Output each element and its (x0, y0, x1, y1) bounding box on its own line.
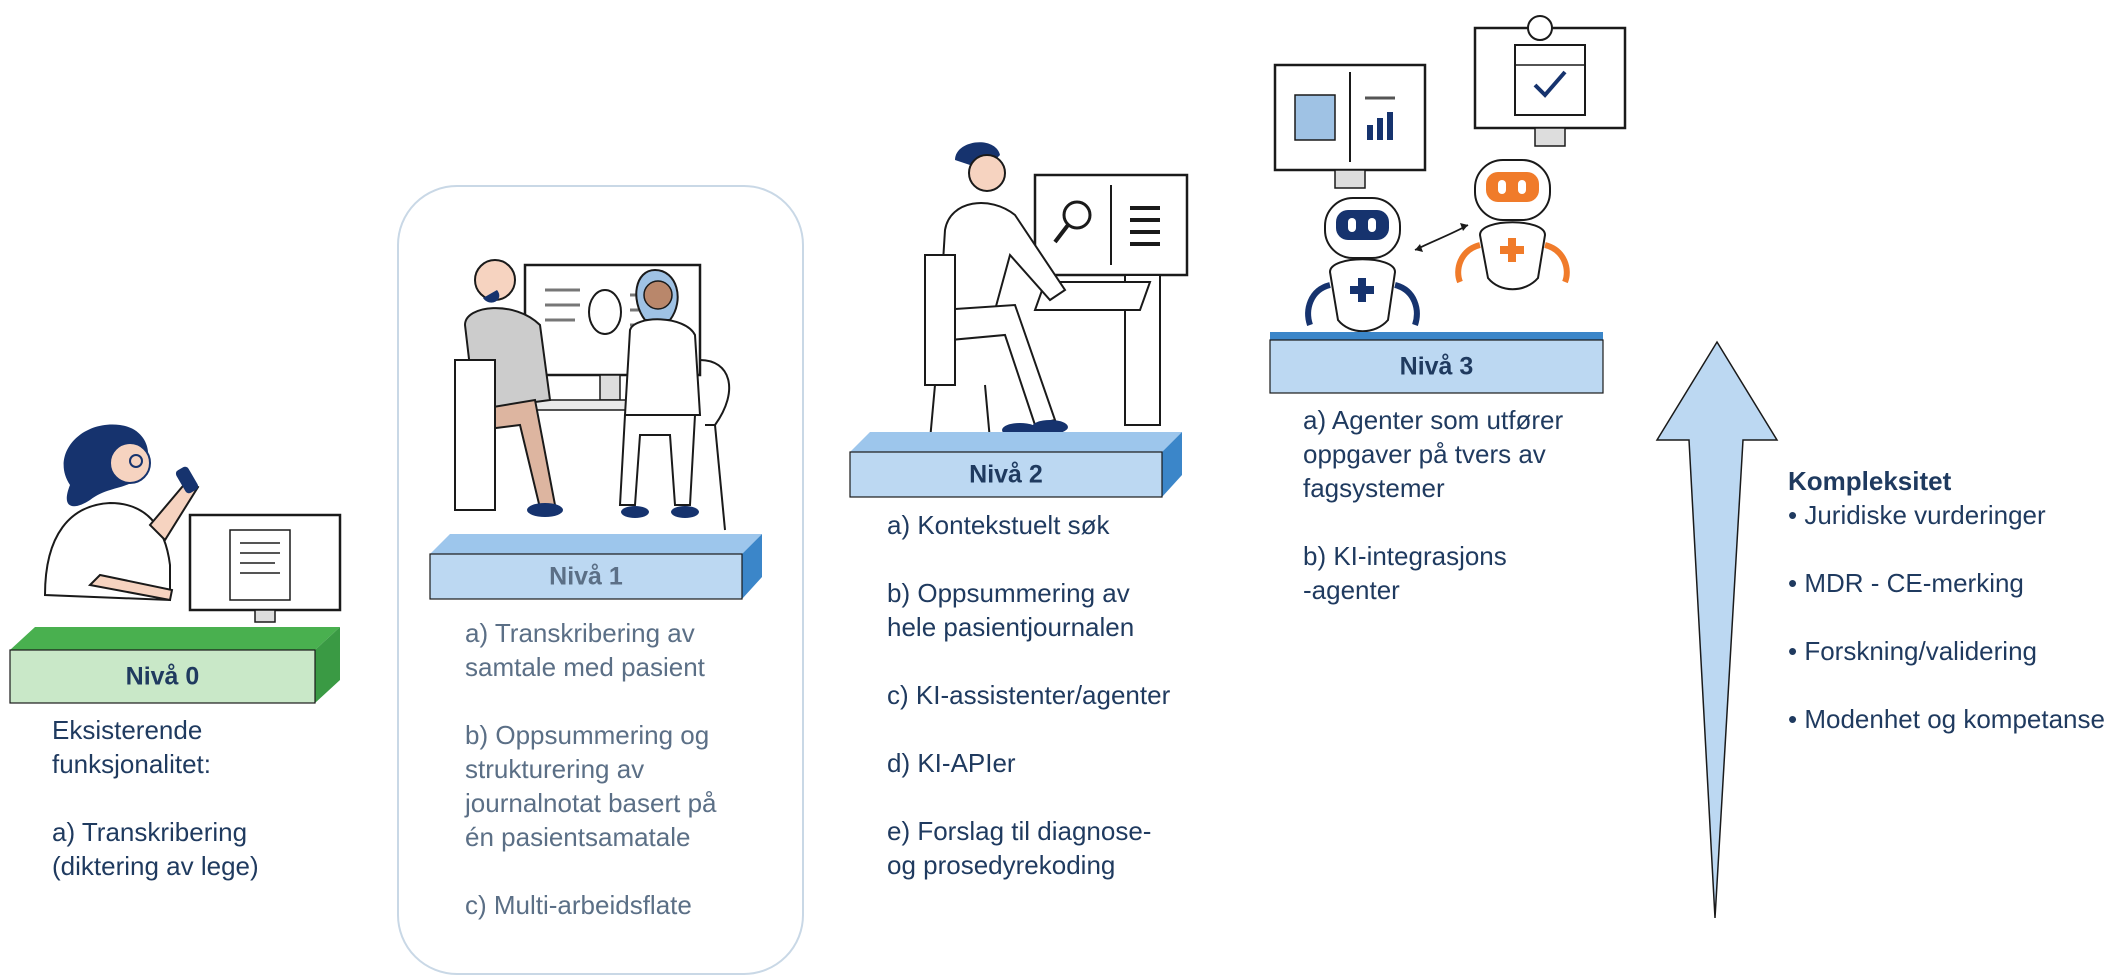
level3-description: a) Agenter som utfører oppgaver på tvers… (1303, 403, 1563, 607)
level2-line: d) KI-APIer (887, 748, 1016, 778)
level1-line: journalnotat basert på (465, 788, 717, 818)
level3-label: Nivå 3 (1399, 352, 1474, 380)
level0-label: Nivå 0 (125, 662, 200, 690)
level3-line: -agenter (1303, 575, 1400, 605)
doctor-dictating-icon (43, 424, 342, 623)
level2-label-box: Nivå 2 (850, 452, 1162, 497)
level0-line: (diktering av lege) (52, 851, 259, 881)
level1-platform (429, 534, 762, 600)
level3-label-box: Nivå 3 (1270, 340, 1603, 393)
complexity-item: • Modenhet og kompetanse (1788, 704, 2105, 734)
level3-platform (1269, 332, 1604, 394)
level0-description: Eksisterende funksjonalitet: a) Transkri… (52, 713, 259, 883)
complexity-title: Kompleksitet (1788, 466, 1952, 496)
level2-platform (849, 432, 1182, 498)
level1-line: b) Oppsummering og (465, 720, 710, 750)
consultation-icon (454, 259, 731, 531)
level2-line: hele pasientjournalen (887, 612, 1135, 642)
robot-agents-icon (1273, 15, 1627, 333)
doctor-at-computer-icon (924, 142, 1189, 441)
level2-label: Nivå 2 (969, 460, 1043, 488)
complexity-panel: Kompleksitet • Juridiske vurderinger • M… (1788, 464, 2105, 736)
level2-line: b) Oppsummering av (887, 578, 1130, 608)
level1-line: strukturering av (465, 754, 645, 784)
level3-line: a) Agenter som utfører (1303, 405, 1564, 435)
level2-line: a) Kontekstuelt søk (887, 510, 1110, 540)
level2-line: e) Forslag til diagnose- (887, 816, 1152, 846)
level0-line: Eksisterende (52, 715, 203, 745)
level1-line: c) Multi-arbeidsflate (465, 890, 692, 920)
complexity-arrow-icon (1655, 340, 1779, 919)
level1-description: a) Transkribering av samtale med pasient… (465, 616, 717, 922)
level3-line: fagsystemer (1303, 473, 1445, 503)
level0-label-box: Nivå 0 (10, 650, 315, 703)
level0-line: funksjonalitet: (52, 749, 211, 779)
level1-label-box: Nivå 1 (430, 554, 742, 599)
level1-line: a) Transkribering av (465, 618, 695, 648)
level2-line: c) KI-assistenter/agenter (887, 680, 1171, 710)
complexity-item: • Forskning/validering (1788, 636, 2037, 666)
level0-line: a) Transkribering (52, 817, 248, 847)
level1-line: samtale med pasient (465, 652, 705, 682)
complexity-item: • MDR - CE-merking (1788, 568, 2024, 598)
level2-line: og prosedyrekoding (887, 850, 1116, 880)
level0-platform (9, 627, 340, 704)
level1-line: én pasientsamatale (465, 822, 691, 852)
level2-description: a) Kontekstuelt søk b) Oppsummering av h… (887, 508, 1170, 882)
complexity-item: • Juridiske vurderinger (1788, 500, 2046, 530)
level1-label: Nivå 1 (549, 562, 623, 590)
level3-line: oppgaver på tvers av (1303, 439, 1546, 469)
level3-line: b) KI-integrasjons (1303, 541, 1507, 571)
